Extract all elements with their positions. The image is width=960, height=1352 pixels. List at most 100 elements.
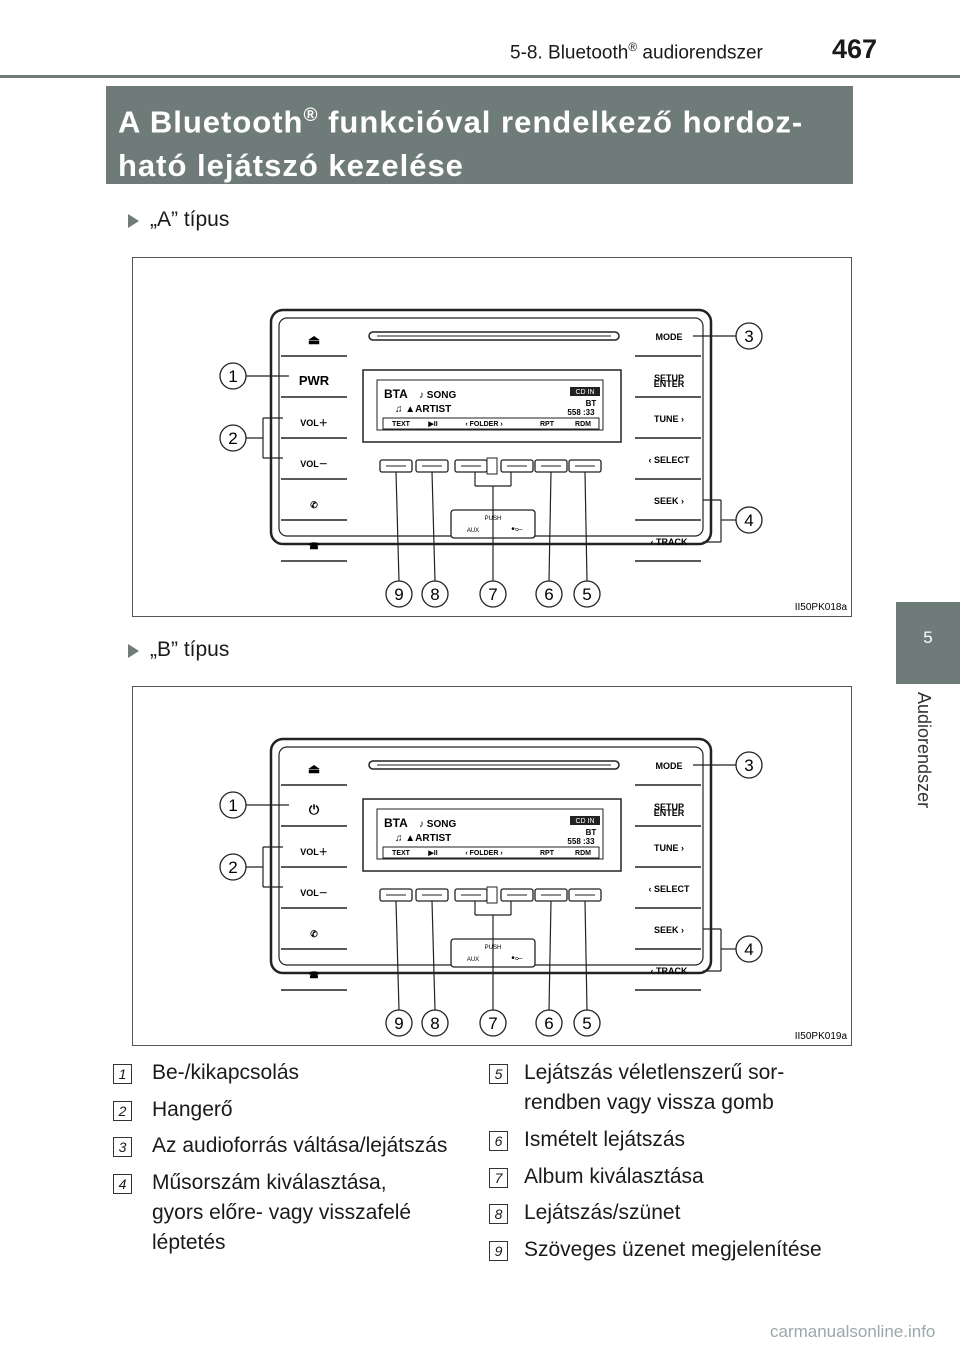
callout-number-2: 2 [228, 429, 237, 448]
leader-9 [395, 471, 400, 582]
legend-text-1: Be-/kikapcsolás [152, 1061, 300, 1084]
phone-on-button: ✆ [310, 929, 318, 939]
leader-5 [584, 900, 588, 1011]
display-bt: BT [586, 399, 597, 408]
type-a-arrow [128, 214, 139, 228]
tune-button: TUNE › [654, 843, 684, 853]
softkey-label-1: TEXT [392, 421, 411, 428]
display-song: ♪ SONG [419, 819, 456, 830]
display-artist: ♫ ▲ARTIST [395, 404, 451, 415]
softkey-label-3: ‹ FOLDER › [465, 421, 503, 428]
legend-text-8: Lejátszás/szünet [524, 1201, 681, 1224]
type-b-arrow [128, 644, 139, 658]
setup-enter-button: SETUP [654, 373, 684, 383]
header-section: 5-8. Bluetooth® audiorendszer [510, 40, 763, 64]
legend-text-4b: gyors előre- vagy visszafelé [152, 1201, 412, 1224]
figure-code: II50PK019a [795, 1031, 848, 1042]
type-b-label: „B” típus [150, 638, 230, 661]
track-button: ‹ TRACK [651, 537, 688, 547]
leader-6 [548, 471, 552, 582]
phone-off-button: ☎ [308, 541, 319, 551]
legend-badge-5: 5 [489, 1064, 508, 1084]
seek-button: SEEK › [654, 496, 684, 506]
chapter-label: Audiorendszer [914, 692, 934, 809]
callout-number-7: 7 [488, 585, 497, 604]
eject-button: ⏏ [308, 761, 320, 776]
cd-in-badge [570, 816, 600, 825]
display-time: 558 :33 [567, 408, 595, 417]
callout-number-9: 9 [394, 585, 403, 604]
enter-label: ENTER [654, 379, 685, 389]
legend-text-7: Album kiválasztása [524, 1165, 704, 1188]
legend-badge-9: 9 [489, 1241, 508, 1261]
legend-text-2: Hangerő [152, 1098, 233, 1121]
callout-number-8: 8 [430, 1014, 439, 1033]
softkey-bar [382, 417, 600, 430]
softkey-label-5: RDM [575, 421, 591, 428]
leader-9 [395, 900, 400, 1011]
setup-enter-button: SETUP [654, 802, 684, 812]
mode-button: MODE [656, 761, 683, 771]
mode-button: MODE [656, 332, 683, 342]
tune-button: TUNE › [654, 414, 684, 424]
leader-5 [584, 471, 588, 582]
select-button: ‹ SELECT [648, 884, 690, 894]
power-button: ⏻ [309, 802, 320, 817]
usb-icon: •⟜ [511, 524, 523, 535]
callout-number-3: 3 [744, 327, 753, 346]
legend-badge-3: 3 [113, 1137, 132, 1157]
callout-number-5: 5 [582, 585, 591, 604]
phone-on-button: ✆ [310, 500, 318, 510]
seek-button: SEEK › [654, 925, 684, 935]
legend-text-4c: léptetés [152, 1231, 226, 1254]
leader-8 [431, 900, 436, 1011]
usb-icon: •⟜ [511, 953, 523, 964]
legend-text-5b: rendben vagy vissza gomb [524, 1091, 774, 1114]
chapter-tab: 5 [896, 602, 960, 684]
page-number: 467 [832, 34, 878, 64]
softkey-label-2: ▶II [427, 850, 437, 857]
callout-number-7: 7 [488, 1014, 497, 1033]
softkey-label-4: RPT [540, 850, 555, 857]
callout-number-1: 1 [228, 367, 237, 386]
display-cd-in: CD IN [575, 818, 594, 825]
display-time: 558 :33 [567, 837, 595, 846]
select-button: ‹ SELECT [648, 455, 690, 465]
aux-label: AUX [467, 528, 479, 534]
callout-number-2: 2 [228, 858, 237, 877]
callout-number-4: 4 [744, 940, 753, 959]
softkey-label-5: RDM [575, 850, 591, 857]
legend-badge-6: 6 [489, 1131, 508, 1151]
callout-number-6: 6 [544, 1014, 553, 1033]
softkey-label-2: ▶II [427, 421, 437, 428]
display-source: BTA [384, 816, 408, 830]
softkey-bar [382, 846, 600, 859]
figure-code: II50PK018a [795, 602, 848, 613]
legend-badge-4: 4 [113, 1174, 132, 1194]
legend-text-3: Az audioforrás váltása/lejátszás [152, 1134, 448, 1157]
type-a-label: „A” típus [150, 208, 230, 231]
footer-watermark: carmanualsonline.info [770, 1322, 936, 1341]
legend-badge-2: 2 [113, 1101, 132, 1121]
leader-8 [431, 471, 436, 582]
legend-text-4a: Műsorszám kiválasztása, [152, 1171, 387, 1194]
softkey-label-1: TEXT [392, 850, 411, 857]
eject-button: ⏏ [308, 332, 320, 347]
track-button: ‹ TRACK [651, 966, 688, 976]
legend-badge-8: 8 [489, 1204, 508, 1224]
leader-6 [548, 900, 552, 1011]
header-rule [0, 75, 960, 78]
callout-number-5: 5 [582, 1014, 591, 1033]
callout-number-6: 6 [544, 585, 553, 604]
callout-number-9: 9 [394, 1014, 403, 1033]
power-button: PWR [299, 373, 330, 388]
softkey-label-4: RPT [540, 421, 555, 428]
aux-label: AUX [467, 957, 479, 963]
vol-up-button: VOL＋ [300, 418, 328, 428]
display-bt: BT [586, 828, 597, 837]
callout-number-8: 8 [430, 585, 439, 604]
section-banner: A Bluetooth® funkcióval rendelkező hordo… [106, 86, 853, 184]
